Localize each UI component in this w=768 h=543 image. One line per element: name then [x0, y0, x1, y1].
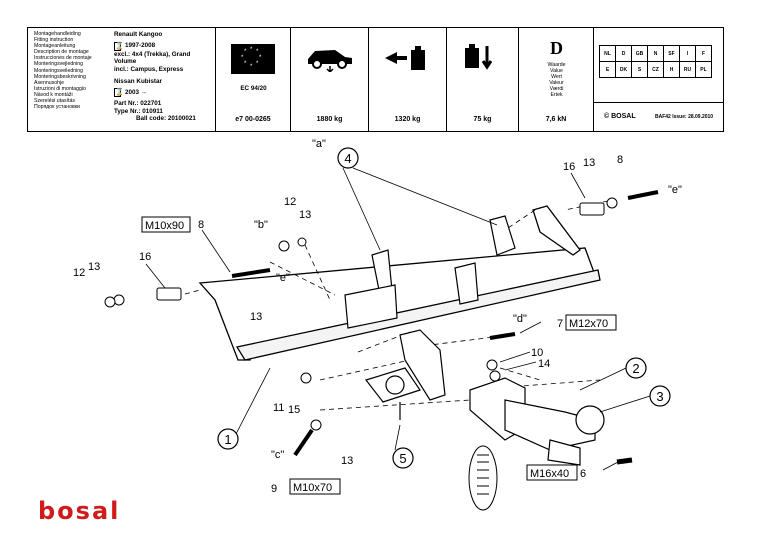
- svg-text:7: 7: [557, 318, 563, 330]
- spec-boxes: [141, 216, 617, 495]
- leader-lines: [145, 167, 651, 471]
- vertical-load-icon: [465, 44, 493, 70]
- item-1-label: 1: [224, 432, 231, 447]
- vertical-load-value: 75 kg: [473, 116, 492, 123]
- svg-text:14: 14: [538, 358, 550, 370]
- spec-m10x90: M10x90: [145, 220, 184, 232]
- svg-text:"a": "a": [312, 138, 326, 150]
- max-weight-cell: 1880 kg: [291, 28, 369, 131]
- item-5-label: 5: [399, 451, 406, 466]
- svg-text:*: *: [244, 49, 247, 55]
- vertical-load-cell: 75 kg: [447, 28, 519, 131]
- svg-text:"e": "e": [276, 272, 290, 284]
- svg-text:11: 11: [273, 402, 284, 414]
- item-2-label: 2: [632, 361, 639, 376]
- svg-text:*: *: [250, 47, 253, 53]
- svg-text:13: 13: [299, 209, 311, 221]
- bosal-logo: bosal: [38, 497, 121, 525]
- svg-text:*: *: [250, 64, 253, 70]
- car-weight-icon: [308, 50, 352, 72]
- svg-text:*: *: [244, 61, 247, 67]
- svg-text:16: 16: [139, 251, 151, 263]
- svg-text:"c": "c": [271, 449, 284, 461]
- svg-text:13: 13: [341, 455, 353, 467]
- spec-m10x70: M10x70: [293, 482, 332, 494]
- svg-text:9: 9: [271, 483, 277, 495]
- svg-text:*: *: [256, 61, 259, 67]
- assembly-lines: [184, 200, 609, 411]
- spec-labels: M10x90 M12x70 M16x40 M10x70: [145, 220, 608, 494]
- svg-text:15: 15: [288, 404, 300, 416]
- svg-text:*: *: [241, 55, 244, 61]
- svg-text:"e": "e": [668, 184, 682, 196]
- item-3-label: 3: [656, 389, 663, 404]
- svg-text:*: *: [259, 55, 262, 61]
- socket-plate: [364, 329, 446, 420]
- towbar-assembly: [469, 377, 605, 466]
- vehicle-info: Renault Kangoo ⌛1997-2008 excl.: 4x4 (Tr…: [114, 31, 196, 123]
- svg-text:13: 13: [583, 157, 595, 169]
- svg-text:"b": "b": [254, 219, 268, 231]
- svg-text:12: 12: [284, 196, 296, 208]
- trailer-weight-value: 1320 kg: [394, 116, 421, 123]
- svg-text:"d": "d": [513, 313, 527, 325]
- bracket-plates: [344, 215, 516, 329]
- max-weight-value: 1880 kg: [316, 116, 343, 123]
- svg-text:16: 16: [563, 161, 575, 173]
- item-circles: [217, 147, 671, 469]
- svg-text:*: *: [256, 49, 259, 55]
- approval-number: e7 00-0265: [235, 116, 271, 123]
- footer-row: © BOSAL BAF42 Issue: 28.09.2010: [594, 102, 724, 132]
- item-4-label: 4: [344, 151, 351, 166]
- spec-m12x70: M12x70: [569, 318, 608, 330]
- svg-text:13: 13: [250, 311, 262, 323]
- svg-text:10: 10: [531, 347, 543, 359]
- item-numbers: 4 1 5 2 3: [224, 151, 663, 466]
- hourglass-icon: ⌛: [114, 87, 124, 97]
- svg-text:8: 8: [617, 154, 623, 166]
- fasteners: [104, 190, 659, 465]
- part-numbers: "a" "b" "c" "d" "e" "e" 8 8 12 12 13 13 …: [73, 138, 682, 495]
- svg-text:8: 8: [198, 219, 204, 231]
- eu-flag-icon: ********: [231, 44, 275, 74]
- spec-m16x40: M16x40: [530, 468, 569, 480]
- trailer-weight-cell: 1320 kg: [369, 28, 447, 131]
- crossbar: [198, 205, 601, 361]
- svg-text:12: 12: [73, 267, 85, 279]
- svg-text:13: 13: [88, 261, 100, 273]
- svg-text:6: 6: [580, 468, 586, 480]
- certification-label: [468, 445, 498, 511]
- hourglass-icon: ⌛: [114, 41, 124, 51]
- ec-cell: ******** EC 94/20 e7 00-0265: [216, 28, 291, 131]
- trailer-load-icon: [385, 46, 425, 70]
- d-value: 7,6 kN: [545, 116, 567, 123]
